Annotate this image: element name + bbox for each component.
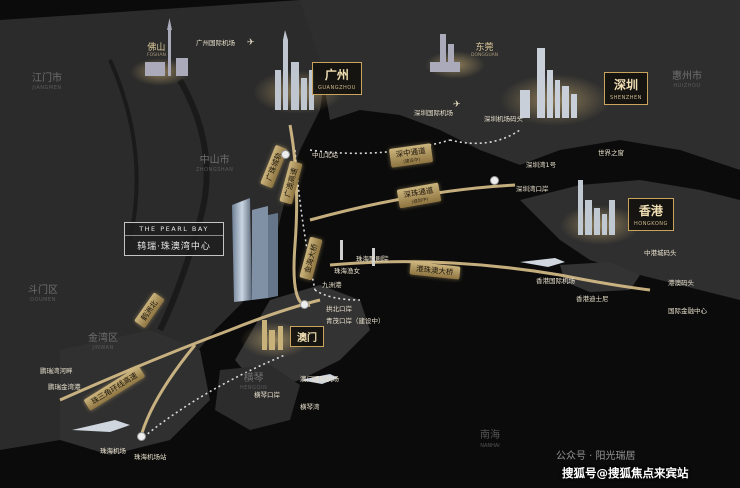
poi-mo-airport: 澳门国际机场 bbox=[300, 375, 339, 383]
poi-gz-airport: 广州国际机场 bbox=[196, 39, 235, 47]
poi-zhonggang: 中港城码头 bbox=[644, 249, 677, 257]
poi-window: 世界之窗 bbox=[598, 149, 624, 157]
station-marker[interactable] bbox=[137, 432, 146, 441]
project-label[interactable]: THE PEARL BAY 鸫瑞·珠澳湾中心 bbox=[124, 222, 224, 256]
poi-zh-station: 珠海机场站 bbox=[134, 453, 167, 461]
poi-sz-bay1: 深圳湾1号 bbox=[526, 161, 557, 169]
poi-zh-airport: 珠海机场 bbox=[100, 447, 126, 455]
project-name-en: THE PEARL BAY bbox=[125, 223, 223, 236]
poi-sz-port: 深圳湾口岸 bbox=[516, 185, 549, 193]
poi-gongbei: 拱北口岸 bbox=[326, 305, 352, 313]
poi-hk-disney: 香港迪士尼 bbox=[576, 295, 609, 303]
poi-zs-north: 中山北站 bbox=[312, 151, 338, 159]
poi-hk-airport: 香港国际机场 bbox=[536, 277, 575, 285]
plane-icon: ✈ bbox=[453, 100, 461, 110]
poi-ifc: 国际金融中心 bbox=[668, 307, 707, 315]
land-hengqin bbox=[215, 365, 300, 430]
poi-hq-port: 横琴口岸 bbox=[254, 391, 280, 399]
poi-hz-river: 鹏瑞湾河畔 bbox=[40, 367, 73, 375]
poi-qingmao: 青茂口岸（建设中） bbox=[326, 317, 385, 325]
project-towers bbox=[232, 198, 278, 302]
poi-zh-opera: 珠海歌剧院 bbox=[356, 255, 389, 263]
plane-icon: ✈ bbox=[247, 38, 255, 48]
poi-hz-gold: 鹏瑞金湾港 bbox=[48, 383, 81, 391]
watermark-site: 搜狐号@搜狐焦点来宾站 bbox=[562, 466, 689, 480]
poi-hq-bay: 横琴湾 bbox=[300, 403, 320, 411]
poi-hk-terminal: 港澳码头 bbox=[668, 279, 694, 287]
station-marker[interactable] bbox=[281, 150, 290, 159]
station-marker[interactable] bbox=[300, 300, 309, 309]
station-marker[interactable] bbox=[490, 176, 499, 185]
project-name-cn: 鸫瑞·珠澳湾中心 bbox=[137, 242, 211, 252]
poi-sz-airport: 深圳国际机场 bbox=[414, 109, 453, 117]
poi-zh-fisher: 珠海渔女 bbox=[334, 267, 360, 275]
poi-sz-terminal: 深圳机场码头 bbox=[484, 115, 523, 123]
land-jinwan bbox=[60, 330, 210, 455]
poi-jiuzhou: 九洲港 bbox=[322, 281, 342, 289]
tag-macau: 澳门 bbox=[290, 326, 324, 347]
watermark-account: 公众号 · 阳光瑞居 bbox=[556, 451, 636, 462]
